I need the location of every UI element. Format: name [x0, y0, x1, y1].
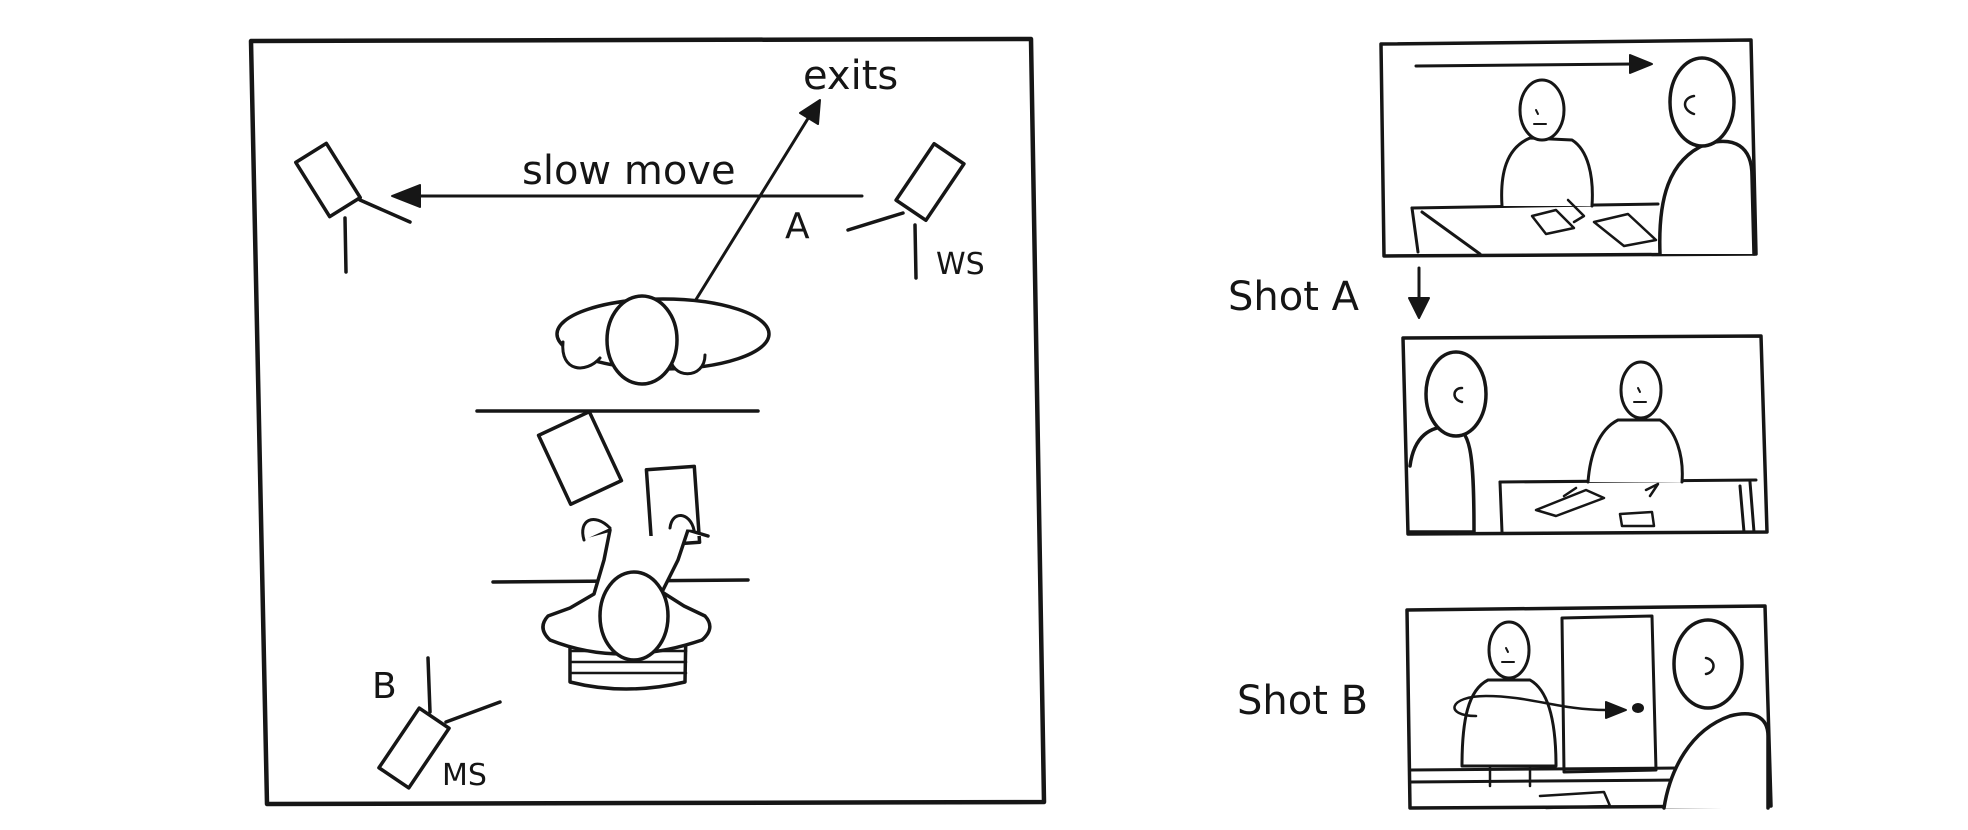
shot-a-label: Shot A — [1228, 274, 1360, 320]
camera-a-label: A — [785, 206, 810, 247]
camera-b-label: B — [372, 666, 397, 707]
shot-b-frame — [1405, 604, 1773, 810]
slow-move-arrow — [391, 184, 864, 208]
camera-a-size-label: WS — [936, 247, 985, 282]
shot-a-frame-1 — [1379, 38, 1758, 258]
exits-label: exits — [803, 53, 898, 99]
storyboard: Shot A Shot B — [1228, 38, 1773, 810]
person-seated-top-view — [541, 514, 712, 691]
camera-a — [846, 141, 966, 280]
camera-end-position — [294, 141, 412, 274]
shot-b-label: Shot B — [1237, 678, 1368, 724]
camera-b-size-label: MS — [442, 758, 487, 793]
floor-plan: exits slow move A WS — [248, 36, 1047, 807]
shot-transition-arrow — [1408, 266, 1430, 319]
shot-a-frame-2 — [1401, 334, 1769, 536]
exit-arrow — [690, 99, 821, 308]
camera-b — [377, 656, 502, 790]
slow-move-label: slow move — [522, 148, 736, 194]
floor-plan-frame — [248, 36, 1047, 807]
person-standing-top-view — [555, 294, 771, 386]
